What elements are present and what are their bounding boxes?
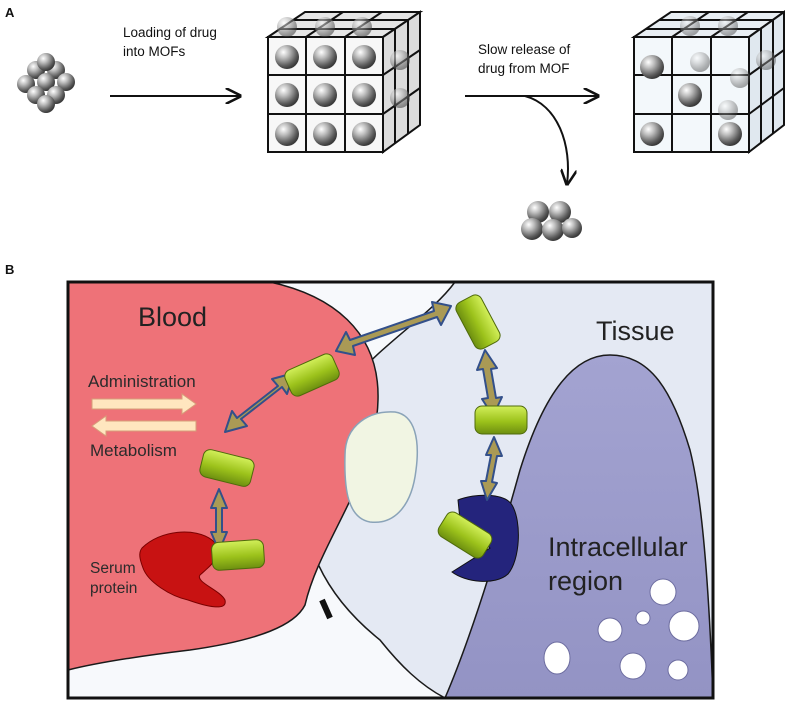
drug-tissue-top: [455, 294, 501, 350]
blood-label: Blood: [138, 302, 208, 332]
drug-cluster-free: [17, 53, 75, 113]
serum-protein: [139, 531, 226, 608]
arrow-release-curve: [524, 95, 568, 184]
drug-tissue-middle: [474, 405, 528, 435]
cell-nucleus: [344, 411, 419, 523]
mof-cube-releasing-drugs: [640, 16, 776, 146]
arrow-tissue-lower: [480, 436, 503, 501]
panel-a-label: A: [5, 5, 15, 20]
drug-blood-serum: [211, 539, 265, 571]
panel-b: [66, 280, 715, 700]
release-step-label: Slow release of drug from MOF: [478, 42, 571, 76]
metabolism-label: Metabolism: [90, 441, 177, 460]
panel-b-label: B: [5, 262, 15, 277]
drug-blood-upper: [284, 353, 340, 397]
junction-mark: [319, 598, 333, 620]
drug-molecules: [199, 294, 528, 571]
vesicles: [543, 578, 700, 681]
panel-b-border: [66, 280, 715, 700]
drug-cluster-released: [521, 201, 582, 241]
tissue-label: Tissue: [596, 316, 675, 346]
loading-step-label: Loading of drug into MOFs: [123, 25, 217, 59]
administration-label: Administration: [88, 372, 196, 391]
administration-arrows: [91, 393, 197, 437]
intracellular-label: Intracellular region: [548, 532, 688, 596]
arrow-cross-cell: [335, 301, 452, 356]
drug-receptor-bound: [437, 511, 493, 559]
serum-protein-label: Serum protein: [90, 560, 138, 597]
panel-a: [17, 10, 785, 241]
mof-cube-loaded-drugs: [275, 17, 410, 146]
drug-blood-lower: [199, 449, 255, 487]
